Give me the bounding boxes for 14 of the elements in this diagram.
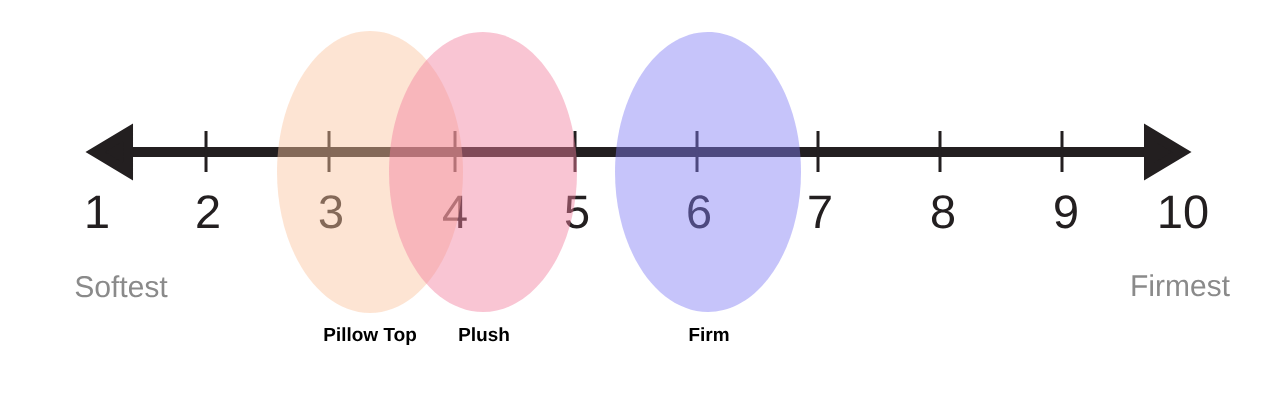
scale-number: 8 [931,195,955,229]
scale-end-label: Firmest [1132,274,1230,297]
scale-number: 6 [688,195,710,229]
oval-label: Plush [459,327,509,342]
scale-number: 4 [443,195,467,228]
scale-number: 2 [197,195,219,228]
oval-label: Pillow Top [324,327,417,345]
scale-number: 3 [319,195,342,229]
scale-number: 1 [87,195,108,228]
scale-number: 9 [1055,195,1077,229]
scale-number: 10 [1160,195,1208,229]
oval-label: Firm [689,327,729,341]
scale-number: 5 [565,195,589,229]
scale-end-label: Softest [75,275,168,298]
